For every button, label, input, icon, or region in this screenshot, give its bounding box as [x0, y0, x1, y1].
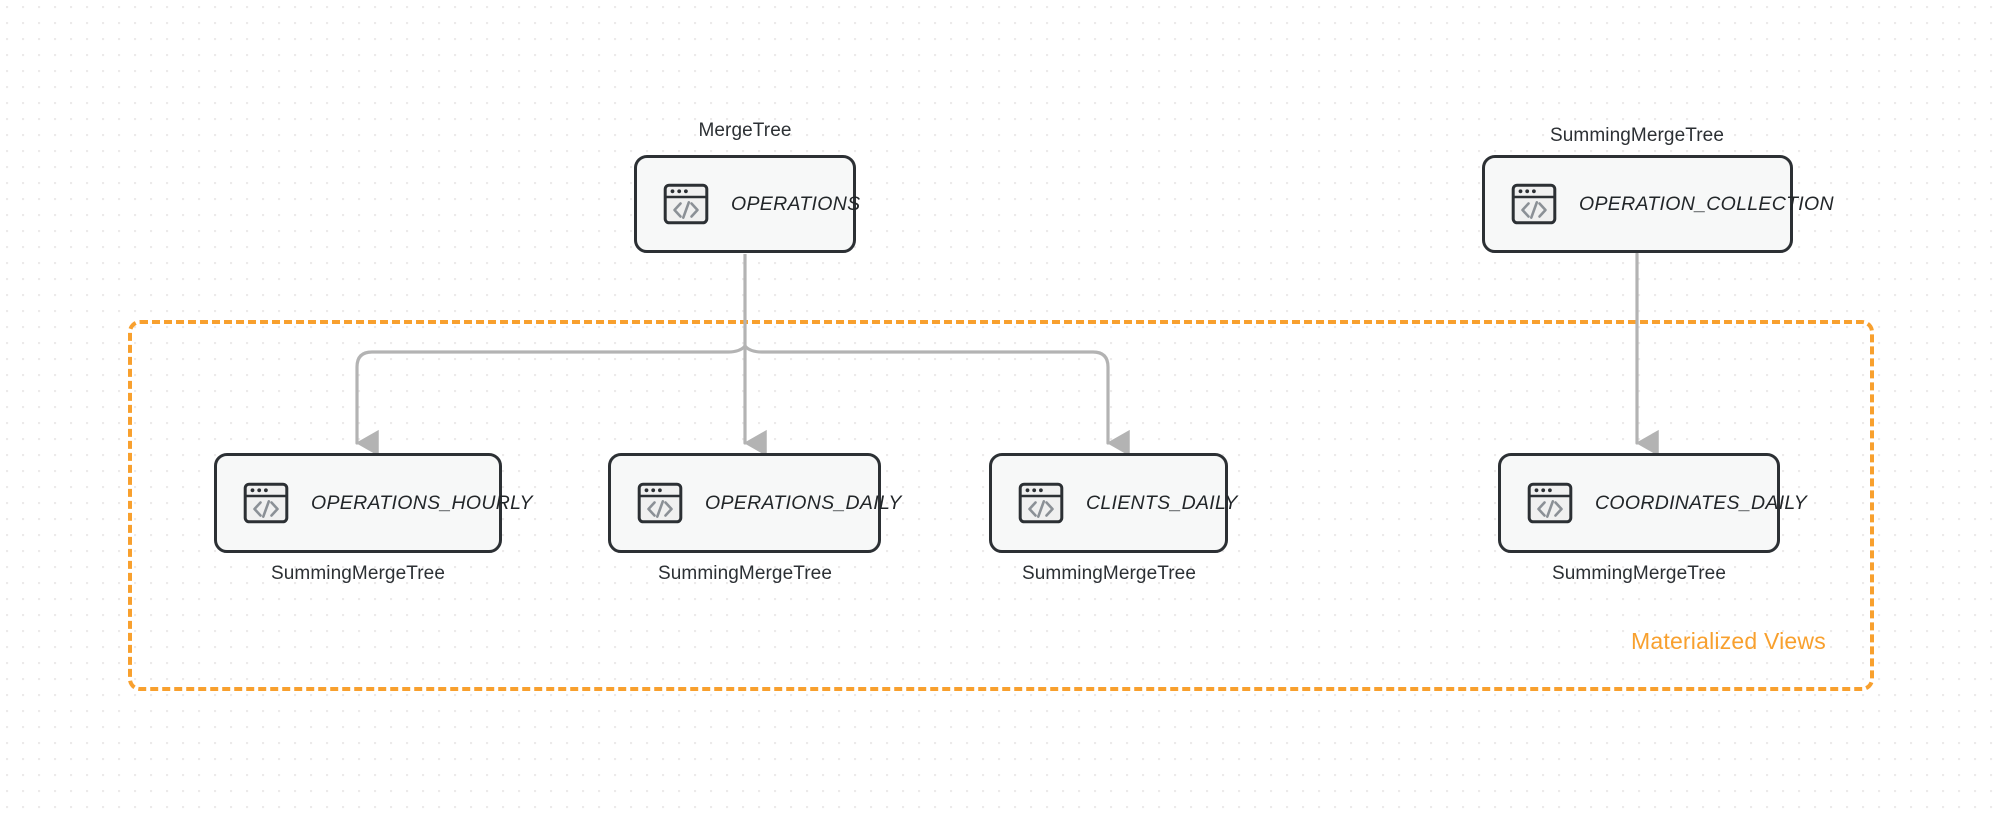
- engine-caption-operations: MergeTree: [698, 120, 792, 141]
- engine-caption-clients-daily: SummingMergeTree: [1021, 563, 1197, 584]
- engine-caption-operation-collection: SummingMergeTree: [1549, 125, 1725, 146]
- node-operation-collection[interactable]: OPERATION_COLLECTION: [1482, 155, 1834, 253]
- node-operations-daily[interactable]: OPERATIONS_DAILY: [608, 453, 901, 553]
- code-window-icon: [663, 183, 709, 225]
- materialized-views-group-label: Materialized Views: [1631, 628, 1826, 654]
- code-window-icon: [637, 482, 683, 524]
- materialized-views-group: [128, 320, 1874, 691]
- node-clients-daily-label: CLIENTS_DAILY: [1086, 491, 1238, 514]
- code-window-icon: [1018, 482, 1064, 524]
- code-window-icon: [1527, 482, 1573, 524]
- engine-caption-operations-daily: SummingMergeTree: [657, 563, 833, 584]
- node-operations[interactable]: OPERATIONS: [634, 155, 860, 253]
- code-window-icon: [243, 482, 289, 524]
- engine-caption-operations-hourly: SummingMergeTree: [270, 563, 446, 584]
- node-coordinates-daily-label: COORDINATES_DAILY: [1595, 491, 1808, 514]
- node-operations-daily-label: OPERATIONS_DAILY: [705, 491, 902, 514]
- node-operations-hourly[interactable]: OPERATIONS_HOURLY: [214, 453, 533, 553]
- node-operations-label: OPERATIONS: [731, 192, 861, 215]
- node-operations-hourly-label: OPERATIONS_HOURLY: [311, 491, 533, 514]
- node-coordinates-daily[interactable]: COORDINATES_DAILY: [1498, 453, 1807, 553]
- code-window-icon: [1511, 183, 1557, 225]
- engine-caption-coordinates-daily: SummingMergeTree: [1551, 563, 1727, 584]
- node-clients-daily[interactable]: CLIENTS_DAILY: [989, 453, 1237, 553]
- node-operation-collection-label: OPERATION_COLLECTION: [1579, 192, 1834, 215]
